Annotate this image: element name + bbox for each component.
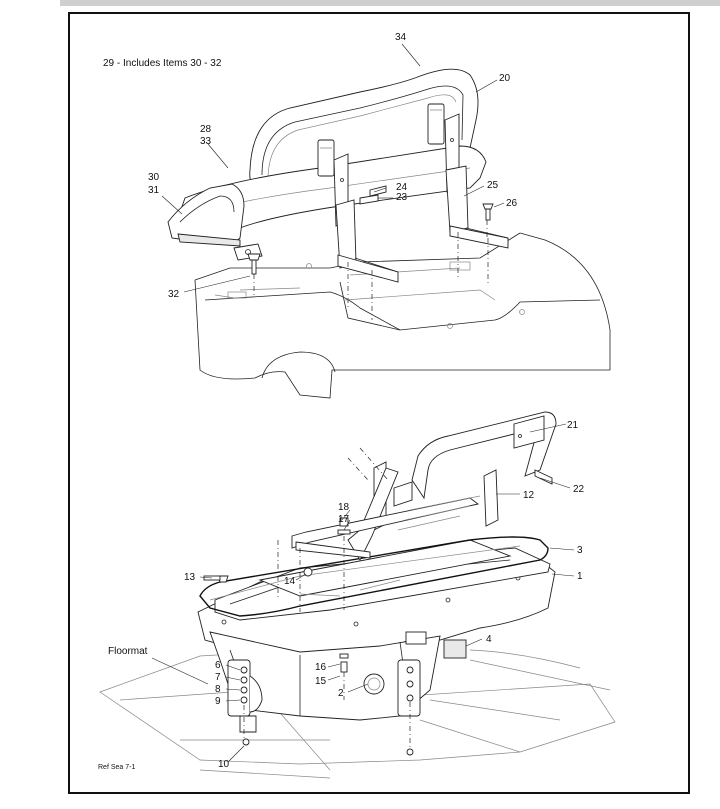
callout-12: 12 [523, 490, 535, 501]
callout-16: 16 [315, 662, 327, 673]
callout-33: 33 [200, 136, 212, 147]
includes-note: 29 - Includes Items 30 - 32 [103, 58, 222, 69]
callout-10: 10 [218, 759, 230, 770]
callout-3: 3 [577, 545, 583, 556]
ref-label: Ref Sea 7-1 [98, 764, 135, 771]
callout-17: 17 [338, 514, 350, 525]
lower-dash-lines [243, 447, 411, 750]
callout-20: 20 [499, 73, 511, 84]
callout-26: 26 [506, 198, 518, 209]
callout-25: 25 [487, 180, 499, 191]
callout-28: 28 [200, 124, 212, 135]
callout-13: 13 [184, 572, 196, 583]
upper-dash-lines [253, 220, 489, 320]
callout-9: 9 [215, 696, 221, 707]
callout-22: 22 [573, 484, 585, 495]
seat-back-cushion [177, 68, 487, 235]
callout-4: 4 [486, 634, 492, 645]
callout-18: 18 [338, 502, 350, 513]
callout-30: 30 [148, 172, 160, 183]
callout-8: 8 [215, 684, 221, 695]
seat-frame-bottom [214, 539, 551, 621]
callout-1: 1 [577, 571, 583, 582]
callout-32: 32 [168, 289, 180, 300]
callout-31: 31 [148, 185, 160, 196]
diagram-labels: 29 - Includes Items 30 - 32 Ref Sea 7-1 … [98, 32, 585, 771]
backrest-frame [291, 411, 557, 561]
seat-back-brackets [333, 113, 509, 283]
callout-23: 23 [396, 192, 408, 203]
callout-21: 21 [567, 420, 579, 431]
top-gray-bar [60, 0, 720, 6]
leader-lines [151, 43, 575, 763]
armrest [167, 183, 263, 275]
callout-14: 14 [284, 576, 296, 587]
callout-2: 2 [338, 688, 344, 699]
callout-15: 15 [315, 676, 327, 687]
callout-6: 6 [215, 660, 221, 671]
callout-34: 34 [395, 32, 407, 43]
callout-7: 7 [215, 672, 221, 683]
callout-24: 24 [396, 182, 408, 193]
floormat-label: Floormat [108, 646, 148, 657]
